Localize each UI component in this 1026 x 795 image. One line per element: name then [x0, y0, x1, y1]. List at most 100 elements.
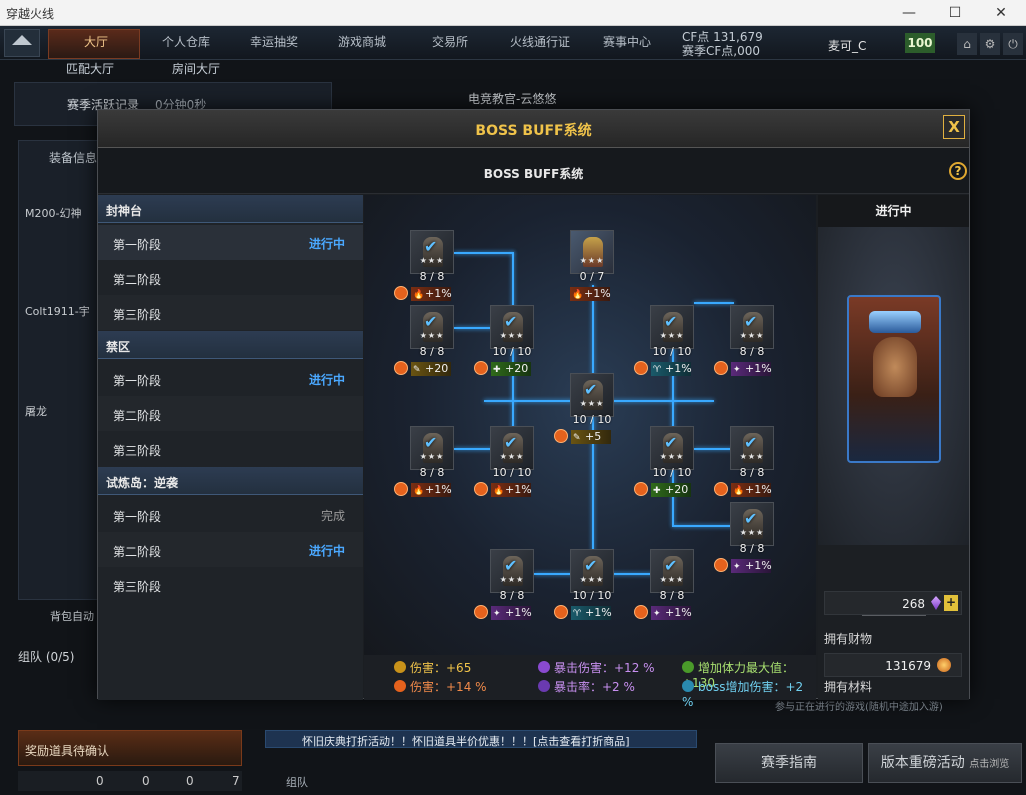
connector-line: [694, 448, 734, 450]
upgrade-icon: [634, 605, 648, 619]
boss-node[interactable]: ★★★0 / 7: [570, 230, 614, 283]
gift-icon[interactable]: ⌂: [957, 33, 977, 55]
boss-node[interactable]: ✔★★★10 / 10: [650, 426, 694, 479]
stage-list: 封神台 第一阶段进行中 第二阶段 第三阶段 禁区 第一阶段进行中 第二阶段 第三…: [98, 195, 363, 700]
boss-node[interactable]: ✔★★★8 / 8: [490, 549, 534, 602]
materials-box: 268 +: [824, 591, 962, 615]
check-icon: ✔: [664, 312, 678, 331]
upgrade-icon: [714, 558, 728, 572]
check-icon: ✔: [584, 556, 598, 575]
boss-card[interactable]: [847, 295, 941, 463]
horns-icon: [682, 680, 694, 692]
boss-node[interactable]: ✔★★★8 / 8: [730, 305, 774, 358]
connector-line: [694, 302, 734, 304]
add-materials-button[interactable]: +: [944, 595, 958, 611]
season-cf-points: 赛季CF点,000: [682, 44, 761, 58]
summary-crit-damage: 暴击伤害：+12 %: [538, 659, 655, 676]
tab-exchange[interactable]: 交易所: [432, 35, 469, 49]
stage-status: 进行中: [308, 373, 345, 387]
stage-row[interactable]: 第二阶段: [98, 396, 363, 431]
check-icon: ✔: [504, 312, 518, 331]
minimize-icon[interactable]: —: [902, 5, 916, 21]
season-time: 0分钟0秒: [155, 98, 207, 112]
group-header-shiliandao[interactable]: 试炼岛：逆袭: [98, 467, 363, 495]
health-icon: [682, 661, 694, 673]
connector-line: [512, 252, 514, 332]
crit-icon: ✦: [733, 562, 741, 572]
tab-lobby[interactable]: 大厅: [84, 35, 109, 49]
gear-icon[interactable]: ⚙: [980, 33, 1000, 55]
upgrade-icon: [714, 482, 728, 496]
help-icon[interactable]: ?: [949, 162, 967, 180]
check-icon: ✔: [424, 312, 438, 331]
upgrade-icon: [474, 482, 488, 496]
top-navigation: 大厅 个人仓库 幸运抽奖 游戏商城 交易所 火线通行证 赛事中心 CF点 131…: [0, 26, 1026, 60]
maximize-icon[interactable]: ☐: [948, 5, 962, 21]
crit-icon: [538, 661, 550, 673]
season-guide-button[interactable]: 赛季指南: [715, 743, 863, 783]
username[interactable]: 麦可_C: [828, 39, 867, 53]
summary-damage-pct: 伤害：+14 %: [394, 678, 487, 695]
active-tab-highlight: [48, 29, 140, 59]
reward-confirm-button[interactable]: 奖励道具待确认: [18, 730, 242, 766]
close-window-icon[interactable]: ✕: [995, 5, 1007, 21]
home-button[interactable]: [4, 29, 40, 57]
close-button[interactable]: X: [943, 115, 965, 139]
boss-node[interactable]: ✔★★★8 / 8: [410, 230, 454, 283]
stars: ★★★: [419, 256, 445, 265]
join-hint: 参与正在进行的游戏(随机中途加入游): [775, 702, 943, 713]
exit-icon[interactable]: ⏻: [1003, 33, 1023, 55]
boss-node[interactable]: ✔★★★10 / 10: [650, 305, 694, 358]
stage-row[interactable]: 第一阶段进行中: [98, 225, 363, 260]
boss-buff-modal: BOSS BUFF系统 X BOSS BUFF系统 ? 封神台 第一阶段进行中 …: [97, 109, 970, 709]
check-icon: ✔: [504, 556, 518, 575]
stage-row[interactable]: 第三阶段: [98, 295, 363, 330]
tab-lucky-draw[interactable]: 幸运抽奖: [250, 35, 299, 49]
upgrade-icon: [634, 482, 648, 496]
counters-bar: 0 0 0 7: [18, 771, 242, 791]
group-header-fengshentai[interactable]: 封神台: [98, 195, 363, 223]
check-icon: ✔: [744, 312, 758, 331]
group-header-jinqu[interactable]: 禁区: [98, 331, 363, 359]
tab-events[interactable]: 赛事中心: [603, 35, 652, 49]
boss-node[interactable]: ✔★★★8 / 8: [730, 426, 774, 479]
boss-node[interactable]: ✔★★★10 / 10: [570, 549, 614, 602]
connector-line: [454, 327, 514, 329]
upgrade-icon: [394, 361, 408, 375]
weapon-3[interactable]: 屠龙: [25, 405, 47, 418]
stage-row[interactable]: 第三阶段: [113, 444, 162, 458]
subnav-room-lobby[interactable]: 房间大厅: [172, 62, 221, 76]
window-title: 穿越火线: [6, 7, 55, 21]
stage-status: 完成: [320, 509, 345, 523]
boss-node[interactable]: ✔★★★8 / 8: [410, 426, 454, 479]
stage-row[interactable]: 第一阶段进行中: [113, 373, 345, 388]
stage-row[interactable]: 第三阶段: [113, 580, 162, 594]
bag-auto-label[interactable]: 背包自动: [50, 610, 94, 623]
horns-icon: ♈: [653, 365, 662, 375]
stage-row[interactable]: 第二阶段: [113, 273, 162, 287]
boss-node[interactable]: ✔★★★8 / 8: [730, 502, 774, 555]
weapon-2[interactable]: Colt1911-宇: [25, 305, 90, 318]
weapon-1[interactable]: M200-幻神: [25, 207, 82, 220]
ticker-bar[interactable]: 怀旧庆典打折活动！！怀旧道具半价优惠！！！[点击查看打折商品]: [265, 730, 697, 748]
tab-warehouse[interactable]: 个人仓库: [162, 35, 211, 49]
home-icon: [12, 35, 32, 45]
crit-icon: ✦: [653, 609, 661, 619]
version-event-button[interactable]: 版本重磅活动 点击浏览: [868, 743, 1022, 783]
tab-battle-pass[interactable]: 火线通行证: [510, 35, 571, 49]
team-chat-label[interactable]: 组队: [286, 776, 308, 789]
boss-node[interactable]: ✔★★★10 / 10: [570, 373, 614, 426]
tab-shop[interactable]: 游戏商城: [338, 35, 387, 49]
stage-row[interactable]: 第一阶段完成: [113, 509, 345, 524]
upgrade-icon: [714, 361, 728, 375]
boss-node[interactable]: ✔★★★8 / 8: [410, 305, 454, 358]
flame-icon: 🔥: [413, 486, 425, 496]
stage-row[interactable]: 第二阶段进行中: [98, 532, 363, 567]
crit-icon: ✦: [493, 609, 501, 619]
boss-node[interactable]: ✔★★★10 / 10: [490, 426, 534, 479]
subnav-match-lobby[interactable]: 匹配大厅: [66, 62, 115, 76]
boss-node[interactable]: ✔★★★10 / 10: [490, 305, 534, 358]
coin-icon: [937, 658, 951, 672]
boss-node[interactable]: ✔★★★8 / 8: [650, 549, 694, 602]
buff-tree: ✔★★★8 / 8 🔥+1% ★★★0 / 7 🔥+1% ✔★★★8 / 8 ✎…: [364, 195, 816, 655]
